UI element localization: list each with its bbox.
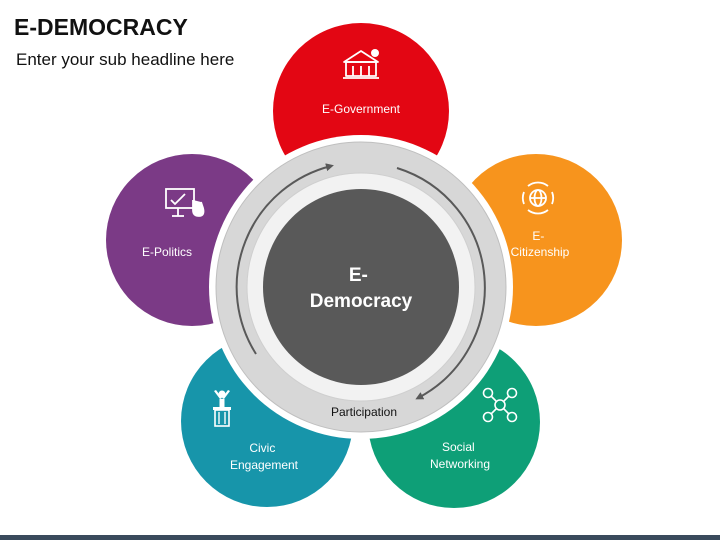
petal-e-citizenship-label: E- Citizenship <box>511 229 570 259</box>
petal-e-politics-label: E-Politics <box>142 245 192 259</box>
cycle-arrow-left <box>235 163 334 355</box>
presentation-board-icon <box>165 188 205 217</box>
center-circle <box>263 189 459 385</box>
petal-e-government-label: E-Government <box>322 102 401 116</box>
globe-cycle-icon <box>521 181 555 215</box>
network-people-icon <box>482 387 518 423</box>
petal-social-networking-label: Social Networking <box>430 440 490 471</box>
page-title: E-DEMOCRACY <box>14 14 188 40</box>
center-label: E- Democracy <box>310 265 413 312</box>
bottom-accent-bar <box>0 535 720 540</box>
cycle-arrow-right <box>396 167 486 400</box>
government-building-icon <box>343 49 379 79</box>
ring-label-participation: Participation <box>331 405 397 419</box>
podium-speaker-icon <box>213 390 231 427</box>
petal-civic-engagement-label: Civic Engagement <box>230 441 299 472</box>
page-subtitle: Enter your sub headline here <box>16 50 235 69</box>
